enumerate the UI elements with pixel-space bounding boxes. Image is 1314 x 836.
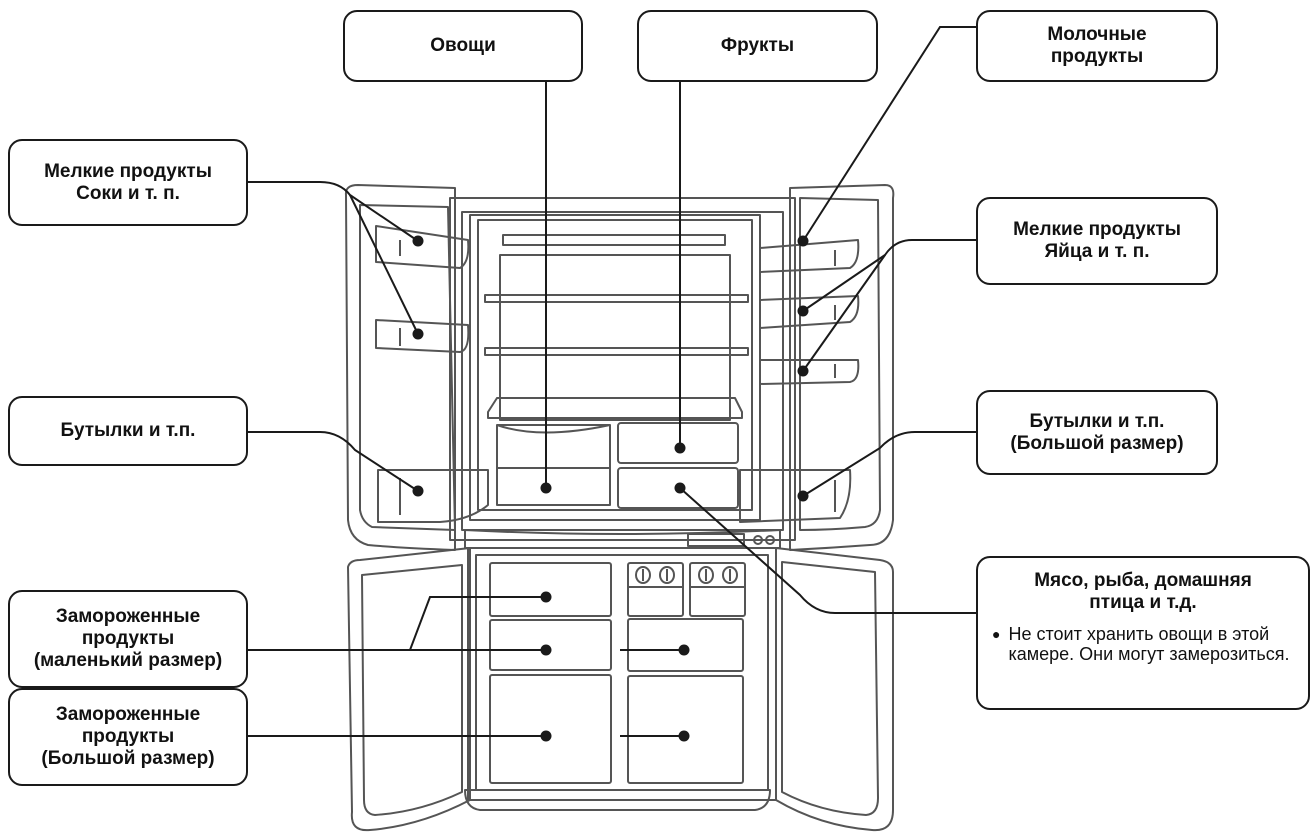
callout-bottles-large: Бутылки и т.п. (Большой размер) <box>976 390 1218 475</box>
leader-meat <box>679 487 976 614</box>
callout-frozen-large-line-1: Замороженные <box>55 704 201 725</box>
leader-lines <box>248 26 976 737</box>
callout-frozen-large-line-3: (Большой размер) <box>41 748 215 769</box>
callout-dairy: Молочные продукты <box>976 10 1218 82</box>
freezer-compartment <box>347 547 894 832</box>
callout-bottles-large-line-1: Бутылки и т.п. <box>1029 410 1165 432</box>
callout-bottles-large-line-2: (Большой размер) <box>1010 432 1184 454</box>
callout-fruits-line-1: Фрукты <box>720 35 795 56</box>
callout-frozen-small-line-1: Замороженные <box>55 606 201 627</box>
callout-frozen-small-line-3: (маленький размер) <box>33 650 223 671</box>
callout-bottles-line-1: Бутылки и т.п. <box>60 420 196 441</box>
leader-bottles-large <box>802 431 976 497</box>
callout-small-items-left: Мелкие продукты Соки и т. п. <box>8 139 248 226</box>
callout-meat-fish: Мясо, рыба, домашняя птица и т.д. ● Не с… <box>976 556 1310 710</box>
callout-meat-fish-note-text: Не стоит хранить овощи в этой камере. Он… <box>1008 624 1290 664</box>
callout-small-items-left-line-1: Мелкие продукты <box>44 160 212 182</box>
leader-small-right-b <box>802 254 886 372</box>
callout-frozen-small-line-2: продукты <box>81 628 175 649</box>
callout-vegetables: Овощи <box>343 10 583 82</box>
callout-meat-fish-line-1: Мясо, рыба, домашняя <box>1034 570 1252 591</box>
callout-small-items-right-line-2: Яйца и т. п. <box>1044 241 1150 262</box>
leader-dairy <box>802 26 976 242</box>
refrigerator-compartment <box>344 184 895 551</box>
leader-dots <box>412 235 809 742</box>
callout-dairy-line-1: Молочные <box>1047 24 1147 45</box>
leader-frozen-small <box>248 596 546 651</box>
callout-small-items-right: Мелкие продукты Яйца и т. п. <box>976 197 1218 285</box>
callout-small-items-right-line-1: Мелкие продукты <box>1013 219 1181 240</box>
callout-frozen-large: Замороженные продукты (Большой размер) <box>8 688 248 786</box>
callout-vegetables-line-1: Овощи <box>430 35 496 56</box>
leader-small-left-b <box>349 194 419 335</box>
callout-dairy-line-2: продукты <box>1050 46 1144 67</box>
leader-bottles <box>248 431 419 492</box>
callout-frozen-large-line-2: продукты <box>81 726 175 747</box>
leader-small-left-a <box>248 181 419 242</box>
callout-fruits: Фрукты <box>637 10 878 82</box>
leader-small-right-a <box>802 239 976 312</box>
callout-bottles: Бутылки и т.п. <box>8 396 248 466</box>
bullet-icon: ● <box>992 626 1001 642</box>
callout-meat-fish-line-2: птица и т.д. <box>1089 592 1197 613</box>
callout-small-items-left-line-2: Соки и т. п. <box>76 182 180 204</box>
callout-frozen-small: Замороженные продукты (маленький размер) <box>8 590 248 688</box>
callout-meat-fish-note: ● Не стоит хранить овощи в этой камере. … <box>992 624 1294 664</box>
